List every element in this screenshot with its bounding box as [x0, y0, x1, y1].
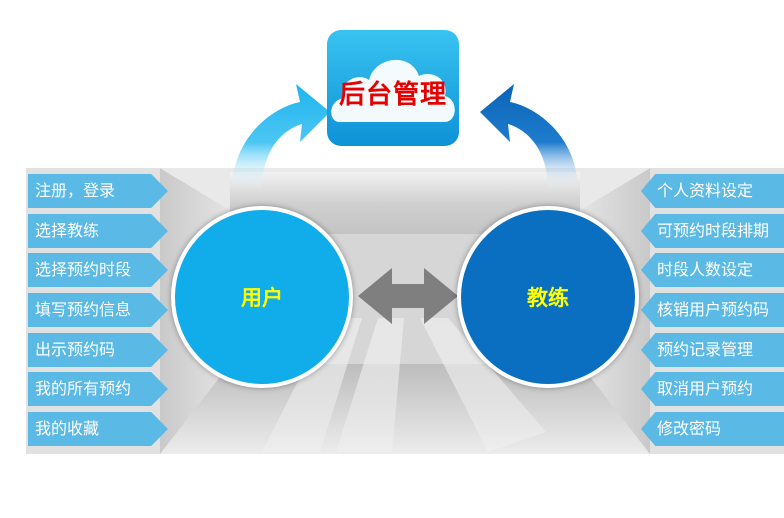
admin-box[interactable]: 后台管理	[327, 30, 459, 146]
coach-feature-item[interactable]: 取消用户预约	[641, 372, 784, 406]
coach-feature-item[interactable]: 可预约时段排期	[641, 214, 784, 248]
user-feature-item[interactable]: 出示预约码	[28, 333, 168, 367]
double-arrow-icon	[358, 268, 458, 324]
cloud-icon	[331, 59, 455, 122]
coach-feature-item[interactable]: 时段人数设定	[641, 253, 784, 287]
coach-feature-item[interactable]: 预约记录管理	[641, 333, 784, 367]
user-feature-item[interactable]: 我的所有预约	[28, 372, 168, 406]
admin-label: 后台管理	[338, 80, 447, 110]
user-circle[interactable]: 用户	[171, 206, 353, 388]
user-feature-item[interactable]: 我的收藏	[28, 412, 168, 446]
user-feature-item[interactable]: 注册，登录	[28, 174, 168, 208]
curved-arrow-left-icon	[232, 84, 330, 190]
user-label: 用户	[241, 286, 283, 310]
coach-feature-item[interactable]: 核销用户预约码	[641, 293, 784, 327]
user-feature-item[interactable]: 选择预约时段	[28, 253, 168, 287]
curved-arrow-right-icon	[480, 84, 578, 190]
user-feature-item[interactable]: 选择教练	[28, 214, 168, 248]
coach-label: 教练	[527, 286, 569, 310]
coach-feature-item[interactable]: 个人资料设定	[641, 174, 784, 208]
coach-circle[interactable]: 教练	[457, 206, 639, 388]
coach-feature-item[interactable]: 修改密码	[641, 412, 784, 446]
user-feature-item[interactable]: 填写预约信息	[28, 293, 168, 327]
